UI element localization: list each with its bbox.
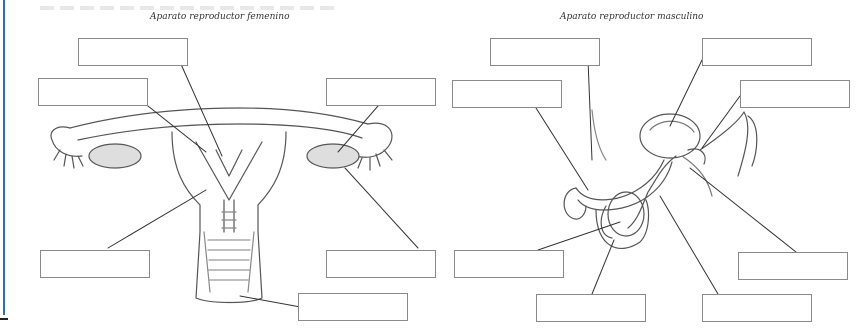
female-label-box-4[interactable] — [40, 250, 150, 278]
male-label-box-7[interactable] — [536, 294, 646, 322]
female-label-box-5[interactable] — [326, 250, 436, 278]
female-label-box-3[interactable] — [326, 78, 436, 106]
male-label-box-6[interactable] — [738, 252, 848, 280]
male-label-box-8[interactable] — [702, 294, 812, 322]
female-label-box-1[interactable] — [78, 38, 188, 66]
female-label-box-2[interactable] — [38, 78, 148, 106]
female-label-box-6[interactable] — [298, 293, 408, 321]
male-label-box-5[interactable] — [454, 250, 564, 278]
male-reproductive-illustration — [564, 110, 757, 248]
male-label-box-2[interactable] — [452, 80, 562, 108]
male-label-box-1[interactable] — [490, 38, 600, 66]
male-label-box-4[interactable] — [740, 80, 850, 108]
male-label-box-3[interactable] — [702, 38, 812, 66]
